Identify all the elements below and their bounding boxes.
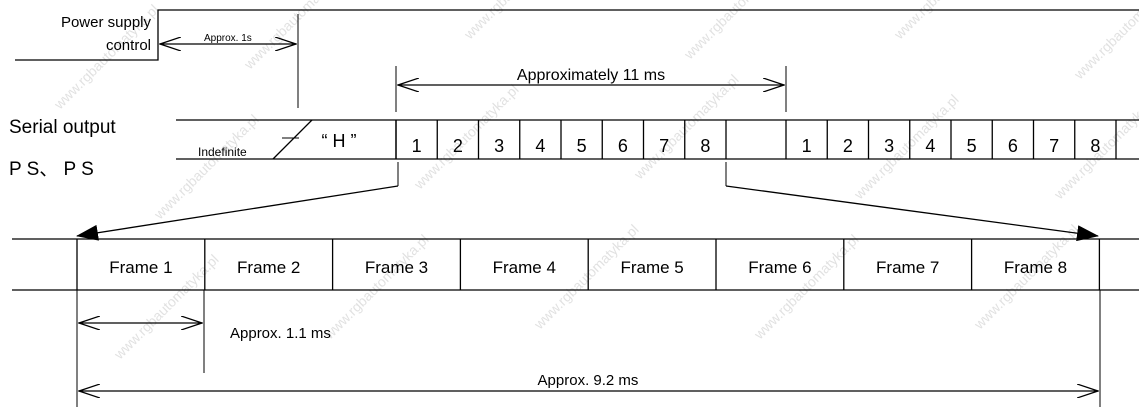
watermark-text: www.rgbautomatyka.pl — [1070, 0, 1139, 83]
approx-1-1ms-section: Approx. 1.1 ms — [79, 290, 331, 373]
watermark-text: www.rgbautomatyka.pl — [320, 231, 432, 343]
frames-section: Frame 1 Frame 2 Frame 3 Frame 4 Frame 5 Frame… — [12, 238, 1139, 291]
serial-bit-label: 6 — [618, 136, 628, 156]
approx-1-1ms-label: Approx. 1.1 ms — [230, 325, 331, 342]
serial-output-label: Serial output — [9, 117, 116, 138]
serial-bit-label: 3 — [494, 136, 504, 156]
frame-label: Frame 1 — [109, 258, 172, 277]
serial-bit-label: 8 — [700, 136, 710, 156]
serial-bit-label: 3 — [884, 136, 894, 156]
power-supply-label-line1: Power supply — [61, 14, 152, 31]
expansion-arrow-left — [76, 185, 399, 241]
ps-ps-label: P S、 P S — [9, 159, 94, 180]
watermark-text: www.rgbautomatyka.pl — [530, 221, 642, 333]
power-supply-label-line2: control — [106, 37, 151, 54]
watermark-text: www.rgbautomatyka.pl — [630, 71, 742, 183]
watermark-text: www.rgbautomatyka.pl — [750, 231, 862, 343]
watermark-text: www.rgbautomatyka.pl — [850, 91, 962, 203]
watermark-text: www.rgbautomatyka.pl — [410, 81, 522, 193]
power-supply-section: Power supply control Approx. 1s — [15, 9, 1139, 108]
frame-label: Frame 3 — [365, 258, 428, 277]
watermark-text: www.rgbautomatyka.pl — [460, 0, 572, 43]
watermark-text: www.rgbautomatyka.pl — [970, 221, 1082, 333]
serial-bit-label: 6 — [1008, 136, 1018, 156]
watermark-text: www.rgbautomatyka.pl — [890, 0, 1002, 43]
power-supply-signal — [15, 9, 1139, 61]
serial-bit-label: 2 — [453, 136, 463, 156]
serial-bit-label: 5 — [967, 136, 977, 156]
frame-label: Frame 5 — [620, 258, 683, 277]
frame-cells: Frame 1 Frame 2 Frame 3 Frame 4 Frame 5 Frame… — [76, 239, 1101, 290]
serial-bits-group-1: 1 2 3 4 5 6 7 8 — [395, 120, 727, 159]
frame-label: Frame 6 — [748, 258, 811, 277]
frame-label: Frame 2 — [237, 258, 300, 277]
serial-bit-label: 7 — [1049, 136, 1059, 156]
serial-bit-label: 1 — [412, 136, 422, 156]
serial-bit-label: 8 — [1090, 136, 1100, 156]
serial-bit-label: 7 — [659, 136, 669, 156]
approx-9-2ms-label: Approx. 9.2 ms — [538, 372, 639, 389]
watermark-text: www.rgbautomatyka.pl — [240, 0, 352, 73]
approx-1s-label: Approx. 1s — [204, 33, 252, 44]
frame-label: Frame 4 — [493, 258, 556, 277]
expansion-arrows — [76, 162, 1099, 242]
frame-label: Frame 8 — [1004, 258, 1067, 277]
approx-11ms-label: Approximately 11 ms — [517, 67, 665, 84]
serial-output-section: Serial output P S、 P S Indefinite “ H ” … — [9, 117, 1139, 180]
frame-label: Frame 7 — [876, 258, 939, 277]
serial-bits-group-2: 1 2 3 4 5 6 7 8 — [785, 120, 1117, 159]
h-character-label: “ H ” — [322, 131, 357, 151]
approx-9-2ms-section: Approx. 9.2 ms — [76, 290, 1101, 407]
watermark-text: www.rgbautomatyka.pl — [150, 111, 262, 223]
indefinite-label: Indefinite — [198, 145, 247, 159]
serial-bit-label: 4 — [925, 136, 935, 156]
serial-bit-label: 2 — [843, 136, 853, 156]
approx-11ms-section: Approximately 11 ms — [395, 66, 787, 112]
serial-bit-label: 4 — [535, 136, 545, 156]
indefinite-transition — [272, 119, 313, 160]
serial-bit-label: 1 — [802, 136, 812, 156]
expansion-arrow-right — [725, 185, 1099, 242]
serial-bit-label: 5 — [577, 136, 587, 156]
